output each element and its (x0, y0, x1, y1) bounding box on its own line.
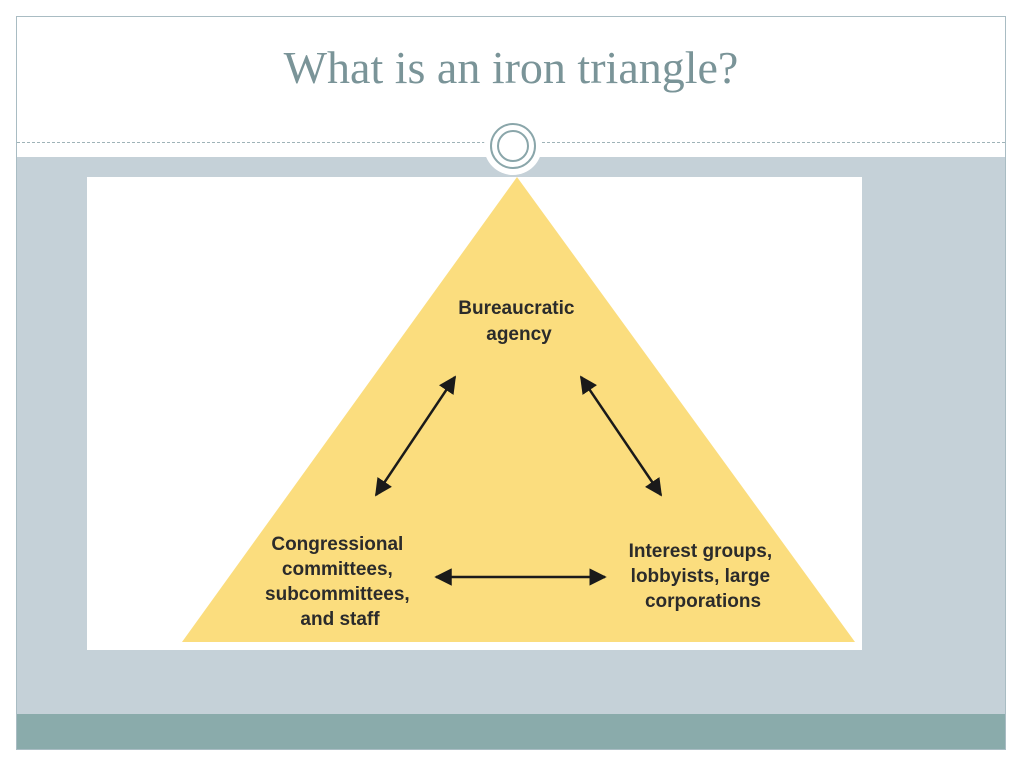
circle-ornament-icon (484, 117, 542, 175)
arrow-top-left (374, 375, 457, 497)
node-label-line: Congressional (271, 534, 403, 555)
slide-title: What is an iron triangle? (283, 42, 739, 93)
node-interest-groups: Interest groups, lobbyists, large corpor… (629, 541, 778, 612)
arrow-top-right (579, 375, 663, 497)
node-bureaucratic-agency: Bureaucratic agency (458, 298, 579, 345)
iron-triangle-diagram: Bureaucratic agency Congressional commit… (182, 177, 855, 642)
triangle-shape (182, 177, 855, 642)
node-label-line: Bureaucratic (458, 298, 575, 319)
node-label-line: subcommittees, (265, 584, 410, 605)
node-label-line: corporations (645, 591, 761, 612)
node-congressional-committees: Congressional committees, subcommittees,… (265, 534, 415, 630)
iron-triangle-figure: Bureaucratic agency Congressional commit… (87, 177, 862, 650)
footer-bar (17, 714, 1005, 749)
node-label-line: Interest groups, (629, 541, 773, 562)
node-label-line: agency (486, 324, 552, 345)
slide: What is an iron triangle? Bureaucratic a… (16, 16, 1006, 750)
node-label-line: lobbyists, large (631, 566, 770, 587)
node-label-line: and staff (300, 609, 380, 630)
node-label-line: committees, (282, 559, 393, 580)
